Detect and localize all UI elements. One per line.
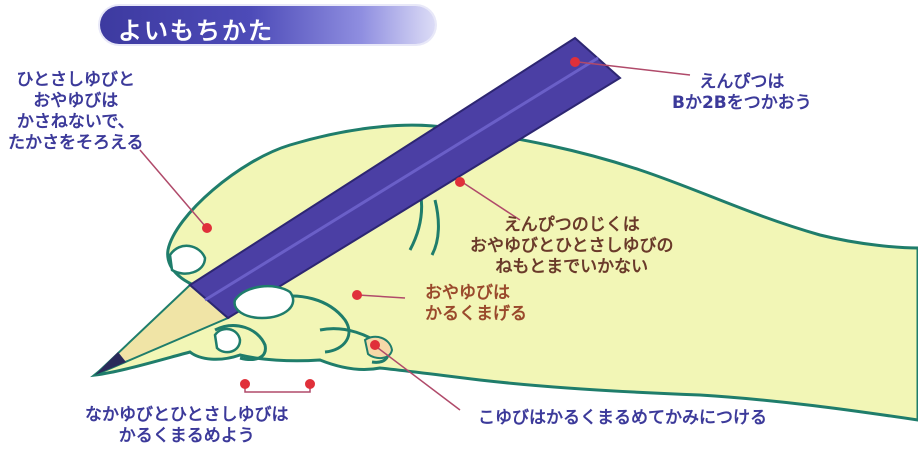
label-pinky: こゆびはかるくまるめてかみにつける — [478, 408, 767, 428]
page-title: よいもちかた — [118, 17, 274, 45]
index-fingernail — [168, 244, 207, 275]
finger-fold-3 — [214, 324, 267, 361]
label-thumb-bend: おやゆびは かるくまげる — [425, 283, 527, 324]
pencil-edge — [204, 56, 599, 302]
label-pencil-grade: えんぴつは Bか2Bをつかおう — [672, 72, 812, 113]
middle-fingernail — [213, 327, 242, 354]
label-index-thumb: ひとさしゆびと おやゆびは かさねないで、 たかさをそろえる — [8, 70, 144, 153]
hand-shape — [90, 123, 918, 422]
marker-dots — [202, 57, 580, 389]
label-pencil-axis: えんぴつのじくは おやゆびとひとさしゆびの ねもとまでいかない — [470, 215, 674, 277]
pencil-lead — [95, 352, 126, 375]
title-banner: よいもちかた — [100, 6, 435, 45]
thumb-fingernail — [233, 285, 295, 320]
label-middle-index: なかゆびとひとさしゆびは かるくまるめよう — [85, 405, 289, 446]
